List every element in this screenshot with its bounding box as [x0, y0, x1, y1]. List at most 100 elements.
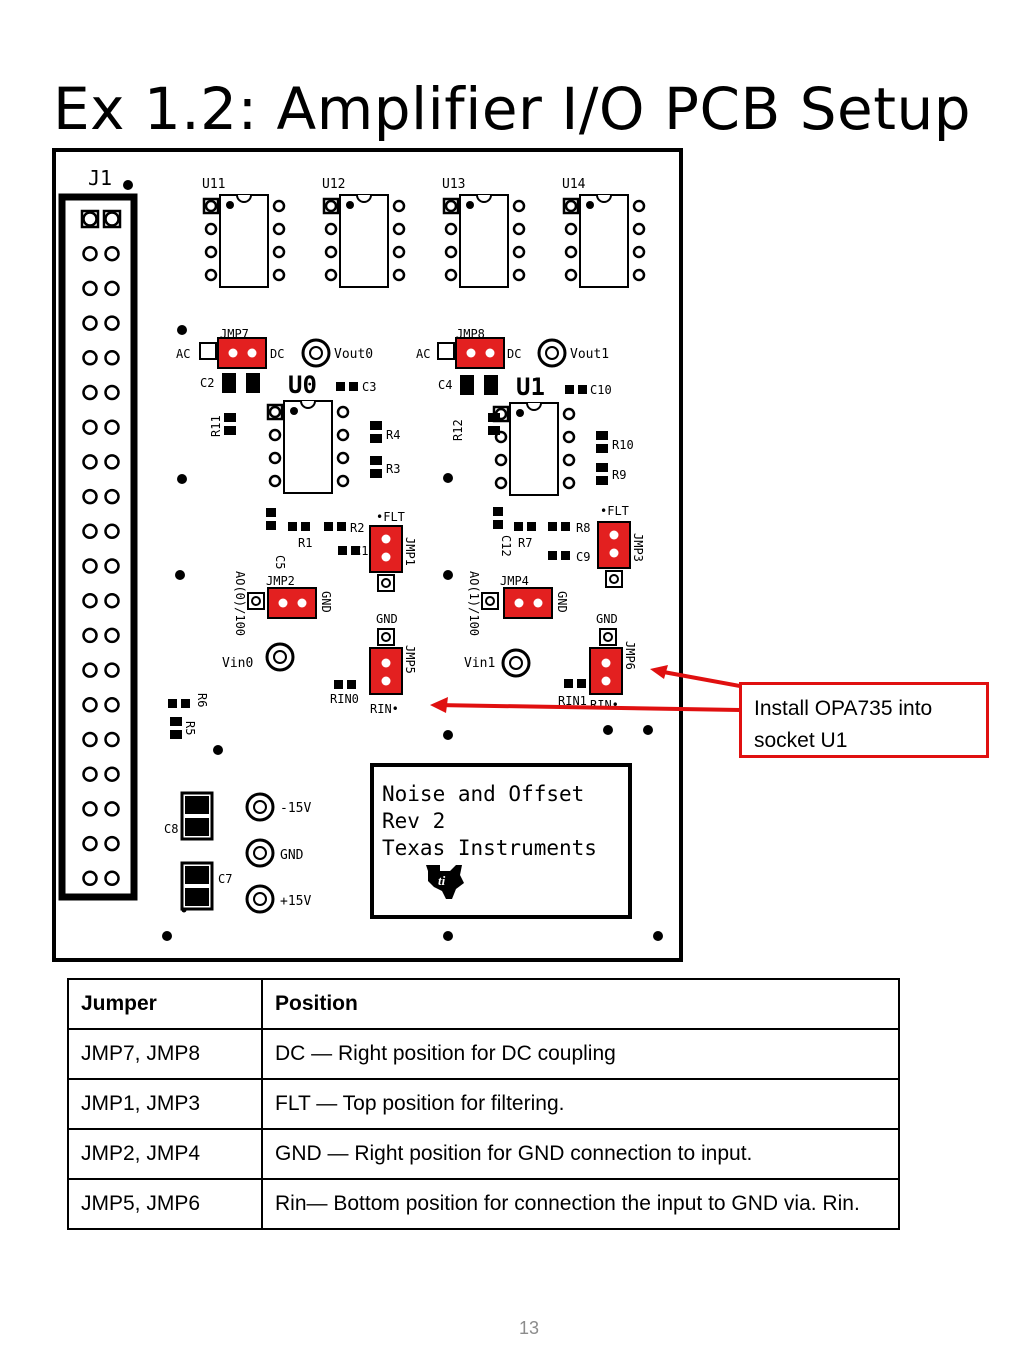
c9-label: C9 [576, 550, 590, 564]
r3-label: R3 [386, 462, 400, 476]
table-row: JMP2, JMP4 GND — Right position for GND … [67, 1128, 900, 1180]
c10-label: C10 [590, 383, 612, 397]
position-cell: DC — Right position for DC coupling [261, 1028, 900, 1080]
socket-u14 [562, 194, 646, 288]
jumper-jmp6 [589, 647, 623, 695]
gnd-post-label: GND [280, 848, 304, 863]
c12-label: C12 [499, 535, 513, 557]
jmp4-label: JMP4 [500, 574, 529, 588]
pos15v-label: +15V [280, 894, 311, 909]
u-sockets [202, 194, 646, 496]
pcb-layout-diagram: J1 U11 U12 U13 U14 U0 U1 JMP7 AC DC Vout… [52, 148, 740, 962]
jmp5-rin-label: RIN• [370, 702, 399, 716]
socket-u13 [442, 194, 526, 288]
neg15v-label: -15V [280, 801, 311, 816]
jumper-cell: JMP2, JMP4 [67, 1128, 263, 1180]
u14-label: U14 [562, 177, 586, 192]
jumper-settings-table: Jumper Position JMP7, JMP8 DC — Right po… [67, 978, 900, 1230]
jmp6-gnd-label: GND [596, 612, 618, 626]
jumper-jmp2 [267, 587, 317, 619]
jmp2-label: JMP2 [266, 574, 295, 588]
install-callout: Install OPA735 into socket U1 [739, 682, 989, 758]
jumper-jmp8 [455, 337, 505, 369]
rin1-label: RIN1 [558, 694, 587, 708]
page-number: 13 [518, 1318, 540, 1338]
r5-label: R5 [183, 721, 197, 735]
jmp7-ac-label: AC [176, 347, 190, 361]
r10-label: R10 [612, 438, 634, 452]
jumper-jmp4 [503, 587, 553, 619]
jmp2-gnd-label: GND [319, 591, 333, 613]
jmp1-flt-label: •FLT [376, 510, 405, 524]
silkscreen-line-2: Rev 2 [382, 809, 445, 833]
u1-label: U1 [516, 373, 545, 401]
jmp1-label: JMP1 [403, 537, 417, 566]
vin0-label: Vin0 [222, 656, 253, 671]
r9-label: R9 [612, 468, 626, 482]
r4-label: R4 [386, 428, 400, 442]
c8-label: C8 [164, 822, 178, 836]
c5-label: C5 [273, 555, 287, 569]
socket-u1 [492, 402, 576, 496]
jmp8-dc-label: DC [507, 347, 521, 361]
socket-u12 [322, 194, 406, 288]
u13-label: U13 [442, 177, 465, 192]
jumper-jmp1 [369, 525, 403, 573]
j1-pin-array [80, 209, 122, 887]
r6-label: R6 [195, 693, 209, 707]
slide-title: Ex 1.2: Amplifier I/O PCB Setup [52, 75, 972, 143]
r11-label: R11 [209, 415, 223, 437]
table-row: JMP1, JMP3 FLT — Top position for filter… [67, 1078, 900, 1130]
jumper-cell: JMP5, JMP6 [67, 1178, 263, 1230]
jmp5-label: JMP5 [403, 645, 417, 674]
ao0-label: AO(0)/100 [233, 571, 247, 636]
callout-arrow-jmp6 [657, 669, 740, 688]
rin0-label: RIN0 [330, 692, 359, 706]
r8-label: R8 [576, 521, 590, 535]
vout1-label: Vout1 [570, 347, 609, 362]
jmp3-label: JMP3 [631, 533, 645, 562]
silkscreen-line-1: Noise and Offset [382, 782, 584, 806]
c2-label: C2 [200, 376, 214, 390]
vout0-label: Vout0 [334, 347, 373, 362]
jumper-jmp3 [597, 521, 631, 569]
jmp8-ac-label: AC [416, 347, 430, 361]
jmp5-gnd-label: GND [376, 612, 398, 626]
position-cell: GND — Right position for GND connection … [261, 1128, 900, 1180]
position-cell: Rin— Bottom position for connection the … [261, 1178, 900, 1230]
silkscreen-line-3: Texas Instruments [382, 836, 597, 860]
jumper-jmp5 [369, 647, 403, 695]
c1-label: C1 [354, 544, 368, 558]
table-header-row: Jumper Position [67, 978, 900, 1030]
svg-text:ti: ti [438, 873, 446, 888]
u12-label: U12 [322, 177, 345, 192]
c7-label: C7 [218, 872, 232, 886]
u0-label: U0 [288, 371, 317, 399]
jumper-cell: JMP7, JMP8 [67, 1028, 263, 1080]
r7-label: R7 [518, 536, 532, 550]
silkscreen-label-box [370, 763, 632, 919]
jmp7-dc-label: DC [270, 347, 284, 361]
texas-instruments-logo-icon [426, 865, 464, 899]
vin1-label: Vin1 [464, 656, 495, 671]
c4-label: C4 [438, 378, 452, 392]
r2-label: R2 [350, 521, 364, 535]
socket-u11 [202, 194, 286, 288]
table-row: JMP7, JMP8 DC — Right position for DC co… [67, 1028, 900, 1080]
r1-label: R1 [298, 536, 312, 550]
u11-label: U11 [202, 177, 225, 192]
jumper-cell: JMP1, JMP3 [67, 1078, 263, 1130]
jmp3-flt-label: •FLT [600, 504, 629, 518]
position-cell: FLT — Top position for filtering. [261, 1078, 900, 1130]
header-position: Position [261, 978, 900, 1030]
header-jumper: Jumper [67, 978, 263, 1030]
socket-u0 [266, 400, 350, 494]
r12-label: R12 [451, 419, 465, 441]
j1-connector [58, 193, 138, 901]
j1-label: J1 [88, 166, 112, 190]
jmp6-label: JMP6 [623, 641, 637, 670]
jmp4-gnd-label: GND [555, 591, 569, 613]
callout-arrow-u1 [435, 703, 740, 712]
table-row: JMP5, JMP6 Rin— Bottom position for conn… [67, 1178, 900, 1230]
ao1-label: AO(1)/100 [467, 571, 481, 636]
